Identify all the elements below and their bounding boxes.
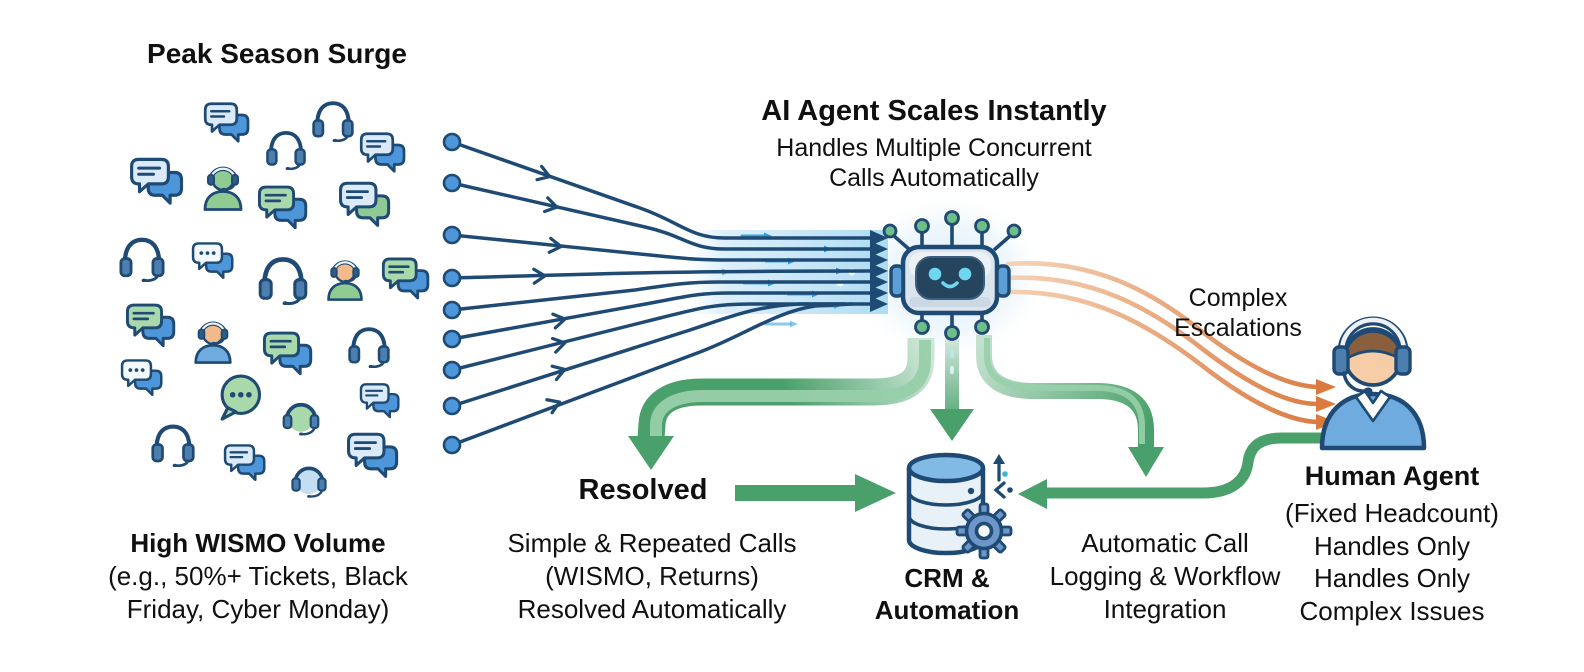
wismo-caption-title: High WISMO Volume [130, 528, 386, 558]
ai-agent-subtitle: Handles Multiple Concurrent Calls Automa… [776, 134, 1092, 192]
support-agent-icon [329, 262, 362, 299]
human-agent-icon [1319, 316, 1427, 451]
peak-season-title: Peak Season Surge [147, 38, 407, 69]
complex-escalations-label: Complex Escalations [1174, 284, 1302, 342]
crm-automation-label: CRM & Automation [874, 563, 1020, 625]
chat-bubble-icon [347, 432, 399, 478]
chat-bubble-icon [262, 331, 313, 376]
ai-agent-title: AI Agent Scales Instantly [761, 95, 1107, 127]
headset-icon [153, 427, 194, 468]
chat-bubble-icon [130, 157, 184, 205]
logging-caption: Automatic Call Logging & Workflow Integr… [1049, 528, 1281, 624]
headset-icon [121, 240, 163, 283]
support-agent-icon [196, 324, 231, 363]
chat-bubble-icon [359, 383, 400, 419]
ai-to-logging-arrow [976, 335, 1164, 477]
headset-icon [260, 259, 306, 305]
bundle-arrowheads [870, 230, 888, 312]
call-origin-dots [442, 132, 462, 455]
typing-bubble-icon [191, 242, 234, 280]
human-agent-caption: (Fixed Headcount) Handles Only Handles O… [1285, 498, 1499, 626]
incoming-call-lines [442, 132, 888, 455]
headset-icon [265, 130, 307, 170]
wismo-caption: High WISMO Volume (e.g., 50%+ Tickets, B… [58, 527, 458, 626]
sync-code-icon [993, 454, 1013, 499]
headset-icon [347, 327, 391, 368]
gear-icon [955, 502, 1013, 560]
chat-bubble-icon [381, 257, 430, 300]
resolved-to-crm-arrow [735, 474, 896, 512]
chat-bubble-icon [203, 102, 250, 143]
typing-bubble-icon [120, 359, 163, 397]
human-to-crm-arrow [1018, 432, 1330, 509]
ai-robot-icon [882, 210, 1022, 341]
escalation-arrows [1005, 260, 1321, 425]
support-agent-icon [281, 402, 321, 438]
chat-bubble-icon [125, 303, 176, 348]
chat-bubble-icon [339, 181, 391, 227]
ai-to-resolved-arrow [628, 338, 935, 470]
chat-bubble-icon [359, 132, 406, 173]
line-chevrons [532, 164, 567, 415]
support-agent-icon [290, 466, 328, 500]
typing-bubble-icon [220, 374, 262, 421]
resolved-title: Resolved [578, 474, 708, 506]
human-agent-title: Human Agent [1304, 461, 1480, 491]
chat-bubble-icon [257, 185, 308, 230]
headset-icon [311, 101, 355, 142]
ai-to-crm-arrow [930, 333, 974, 441]
chat-bubble-icon [223, 444, 266, 482]
ticket-icon-cluster [120, 101, 430, 500]
crm-database-icon [906, 452, 1013, 560]
resolved-caption: Simple & Repeated Calls (WISMO, Returns)… [507, 528, 797, 624]
support-agent-icon [205, 169, 241, 210]
